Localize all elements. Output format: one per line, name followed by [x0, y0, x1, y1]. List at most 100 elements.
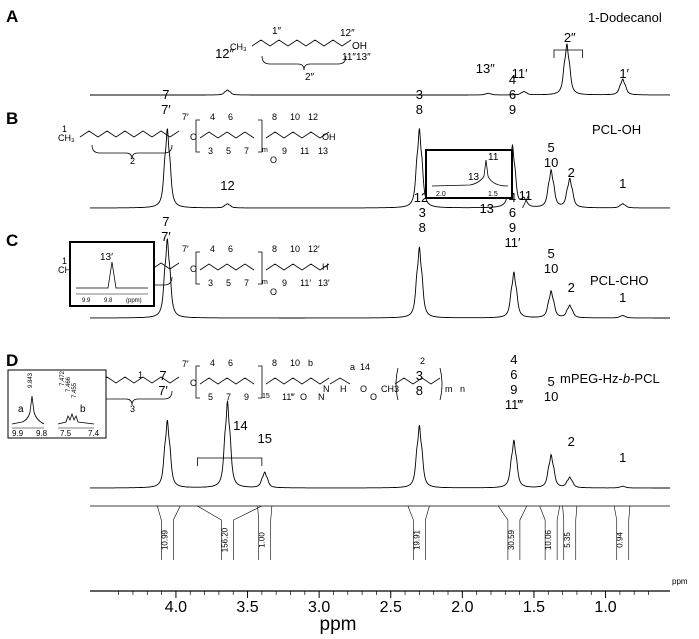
integral-bracket-1: [197, 505, 262, 560]
peak-label-d-4-0: 4: [510, 352, 517, 367]
spectrum-trace-c: [90, 238, 670, 319]
struct-d-label-5: 8: [272, 358, 277, 368]
inset-d-text-3: 7.472: [60, 370, 66, 386]
inset-d-trace-a: [11, 395, 45, 425]
peak-label-d-0-0: 7: [159, 368, 166, 383]
inset-c-text-1: 9.9: [82, 298, 91, 304]
peak-label-c-2-1: 6: [509, 205, 516, 220]
peak-label-d-3-1: 8: [416, 383, 423, 398]
struct-b-label-9: 3: [208, 146, 213, 156]
struct-b-repeat-chain: [199, 131, 255, 139]
struct-c-label-3: 4: [210, 244, 215, 254]
struct-c-label-2: O: [190, 264, 197, 274]
struct-c-ch3: CH₃: [58, 265, 75, 275]
inset-d-frame: [7, 369, 107, 439]
peak-label-d-2-0: 15: [257, 431, 271, 446]
peak-label-d-4-2: 9: [510, 382, 517, 397]
struct-b-chain: [79, 130, 180, 138]
struct-d-label-20: O: [360, 384, 367, 394]
peak-label-b-3-2: 9: [509, 102, 516, 117]
peak-label-c-3-0: 5: [548, 246, 555, 261]
x-tick-label-0: 4.0: [165, 599, 187, 616]
struct-a-label-0: 1″: [272, 26, 282, 37]
struct-c-label-9: 3: [208, 278, 213, 288]
peak-label-b-5-1: 10: [544, 155, 558, 170]
peak-label-c-5-0: 1: [619, 290, 626, 305]
struct-b-label-15: OH: [322, 132, 336, 142]
inset-b-frame: [425, 149, 513, 199]
inset-c-text-0: 13′: [100, 252, 113, 263]
struct-c-label-11: 7: [244, 278, 249, 288]
struct-a-label-4: 13″: [356, 52, 371, 63]
struct-b-label-7: 12: [308, 112, 318, 122]
struct-c-label-14: 13′: [318, 278, 330, 288]
peak-label-d-7-0: 1: [619, 450, 626, 465]
struct-c-label-6: 10: [290, 244, 300, 254]
x-tick-label-1: 3.5: [236, 599, 258, 616]
peak-label-c-2-2: 9: [509, 220, 516, 235]
inset-d-text-0: a: [18, 404, 24, 415]
struct-d-peg: [394, 377, 441, 385]
inset-c-text-2: 9.8: [104, 298, 113, 304]
compound-name-c: PCL-CHO: [590, 273, 649, 288]
x-tick-label-5: 1.5: [523, 599, 545, 616]
peak-bracket-a-2: [553, 49, 584, 58]
struct-b-label-10: 5: [226, 146, 231, 156]
struct-a-brace: [261, 55, 347, 71]
peak-label-d-3-0: 3: [416, 368, 423, 383]
x-tick-label-2: 3.0: [308, 599, 330, 616]
inset-d-text-8: 7.5: [60, 429, 72, 438]
integral-value-4: 30.59: [507, 529, 516, 550]
inset-d-text-4: 7.466: [66, 376, 72, 392]
compound-name-d: mPEG-Hz-b-PCL: [560, 371, 660, 386]
peak-label-b-3-1: 6: [509, 87, 516, 102]
struct-d-peg-paren-right: [439, 367, 443, 401]
struct-d-label-19: H: [340, 384, 347, 394]
struct-d-label-25: 15: [262, 393, 270, 400]
inset-d-text-2: 9.843: [28, 372, 34, 388]
integral-value-7: 0.94: [616, 532, 625, 548]
struct-c-label-15: H: [322, 262, 329, 272]
struct-b-label-14: 13: [318, 146, 328, 156]
compound-name-a: 1-Dodecanol: [588, 10, 662, 25]
struct-d-label-14: 9: [244, 392, 249, 402]
peak-bracket-d-14: [197, 457, 263, 466]
peak-label-b-4-0: 11: [519, 188, 533, 203]
integral-bracket-0: [157, 505, 181, 560]
struct-d-label-23: m: [445, 384, 453, 394]
struct-d-label-1: 7′: [182, 359, 189, 369]
struct-d-label-17: N: [318, 392, 325, 402]
peak-label-b-5-0: 5: [548, 140, 555, 155]
peak-label-b-1-0: 12: [220, 178, 234, 193]
peak-label-d-6-0: 2: [568, 434, 575, 449]
peak-label-a-3-0: 2″: [564, 30, 576, 45]
spectrum-trace-a: [90, 43, 670, 96]
peak-arrow-b-11: [522, 195, 529, 209]
struct-b-label-17: m: [262, 147, 268, 154]
struct-d-peg-paren-left: [395, 367, 399, 401]
struct-b-label-11: 7: [244, 146, 249, 156]
inset-b-trace: [431, 159, 509, 187]
struct-b-label-3: 4: [210, 112, 215, 122]
inset-b-text-3: 1.5: [488, 191, 498, 198]
peak-labels-layer: 12″13″11′2″1′77′1238469115102177′12′3846…: [158, 30, 630, 466]
struct-c-label-17: m: [262, 279, 268, 286]
struct-c-label-16: O: [270, 287, 277, 297]
inset-d-text-9: 7.4: [88, 429, 100, 438]
struct-d-label-22: CH3: [381, 384, 399, 394]
peak-label-a-1-0: 13″: [476, 61, 495, 76]
struct-c-end-chain: [265, 263, 330, 271]
spectrum-trace-b: [90, 128, 670, 209]
struct-c-label-12: 9: [282, 278, 287, 288]
struct-b-label-1: 7′: [182, 112, 189, 122]
inset-d-text-5: 7.455: [72, 382, 78, 398]
integral-value-1: 156.20: [220, 527, 229, 552]
peak-label-d-5-0: 5: [548, 374, 555, 389]
struct-b-label-2: O: [190, 132, 197, 142]
peak-label-a-2-0: 11′: [512, 66, 528, 81]
integral-bracket-2: [257, 505, 273, 560]
peak-label-b-6-0: 2: [568, 165, 575, 180]
